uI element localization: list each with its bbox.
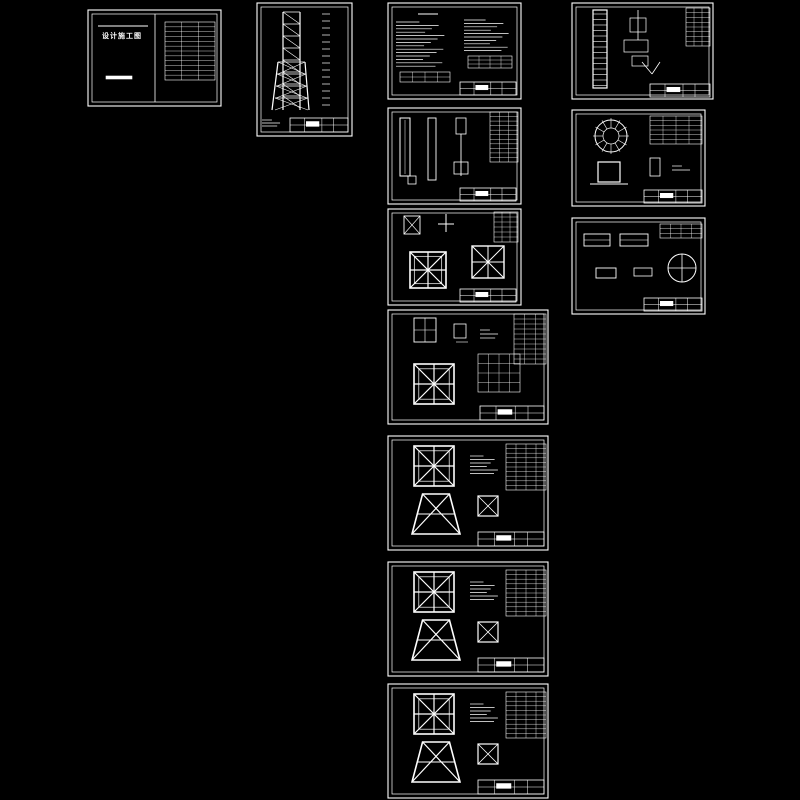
sheet-column-details — [387, 107, 522, 205]
sheet-design-notes — [387, 2, 522, 100]
sheet-frame-section-1 — [387, 435, 549, 551]
sheet-cover — [87, 9, 222, 107]
sheet-frame-section-3 — [387, 683, 549, 799]
sheet-tower-elevation — [256, 2, 353, 137]
sheet-polar-details — [571, 109, 706, 207]
sheet-ladder-detail — [571, 2, 714, 100]
sheet-platform-plan — [387, 208, 522, 306]
sheet-connection-details — [571, 217, 706, 315]
sheet-frame-section-2 — [387, 561, 549, 677]
cover-sheet-title: 设计施工图 — [102, 32, 142, 40]
sheet-plan-and-section — [387, 309, 549, 425]
